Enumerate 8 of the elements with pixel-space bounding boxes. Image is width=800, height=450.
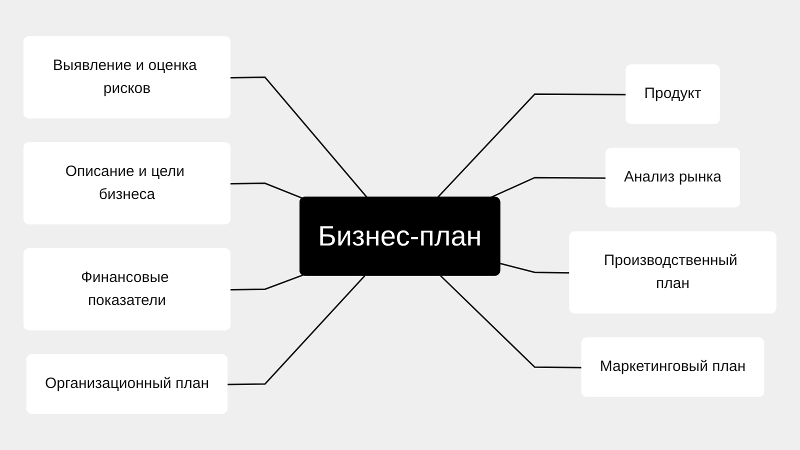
connector <box>230 274 304 290</box>
connector <box>230 182 304 200</box>
connector <box>228 275 366 386</box>
connector <box>436 93 627 198</box>
connector <box>490 176 607 198</box>
connector <box>440 275 582 368</box>
connector <box>500 262 570 274</box>
connector <box>230 76 368 198</box>
